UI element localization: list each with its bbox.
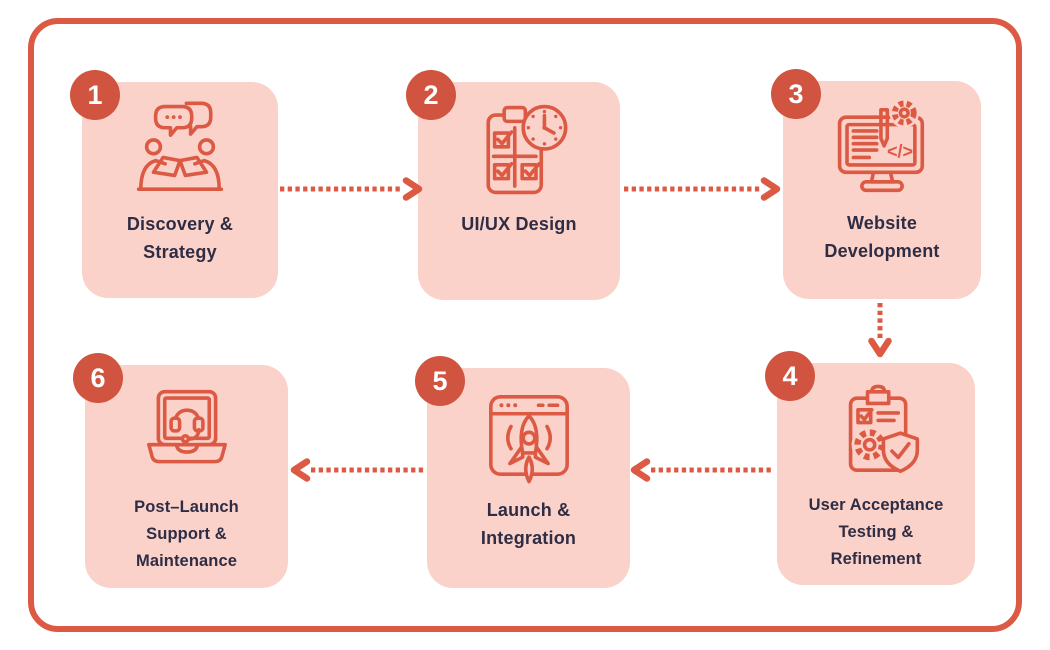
step-label: User Acceptance Testing & Refinement bbox=[808, 496, 944, 569]
step-card-uiux-design: 2 UI/UX Design bbox=[406, 70, 620, 300]
arrow-step3-to-step4 bbox=[868, 303, 892, 358]
checklist-clock-icon bbox=[486, 104, 568, 195]
rocket-browser-icon bbox=[488, 394, 569, 484]
step-label: Discovery & Strategy bbox=[126, 214, 234, 262]
step-number-badge: 3 bbox=[771, 69, 821, 119]
step-number-badge: 5 bbox=[415, 356, 465, 406]
arrow-step5-to-step6 bbox=[290, 458, 426, 482]
clipboard-gear-shield-icon bbox=[848, 384, 920, 474]
step-label: Website Development bbox=[824, 213, 940, 261]
step-number-badge: 1 bbox=[70, 70, 120, 120]
step-card-user-acceptance-testing: 4 User Acceptance Testing & Refinement bbox=[765, 351, 975, 585]
step-label: Post–Launch Support & Maintenance bbox=[134, 498, 239, 571]
code-monitor-icon: </> bbox=[837, 98, 925, 193]
arrow-step1-to-step2 bbox=[280, 177, 423, 201]
step-number-badge: 2 bbox=[406, 70, 456, 120]
step-number-badge: 6 bbox=[73, 353, 123, 403]
step-label: UI/UX Design bbox=[461, 214, 577, 234]
step-card-launch-integration: 5 Launch & Integration bbox=[415, 356, 630, 588]
arrow-step2-to-step3 bbox=[624, 177, 781, 201]
laptop-headset-icon bbox=[146, 389, 227, 464]
step-card-website-development: 3 </> Website Development bbox=[771, 69, 981, 299]
team-discussion-icon bbox=[136, 101, 224, 192]
step-card-discovery-strategy: 1 Discovery & Strategy bbox=[70, 70, 278, 298]
step-card-post-launch-support: 6 Post–Launch Support & Maintenance bbox=[73, 353, 288, 588]
step-label: Launch & Integration bbox=[480, 500, 577, 548]
step-number-badge: 4 bbox=[765, 351, 815, 401]
code-glyph: </> bbox=[887, 141, 913, 161]
arrow-step4-to-step5 bbox=[630, 458, 774, 482]
